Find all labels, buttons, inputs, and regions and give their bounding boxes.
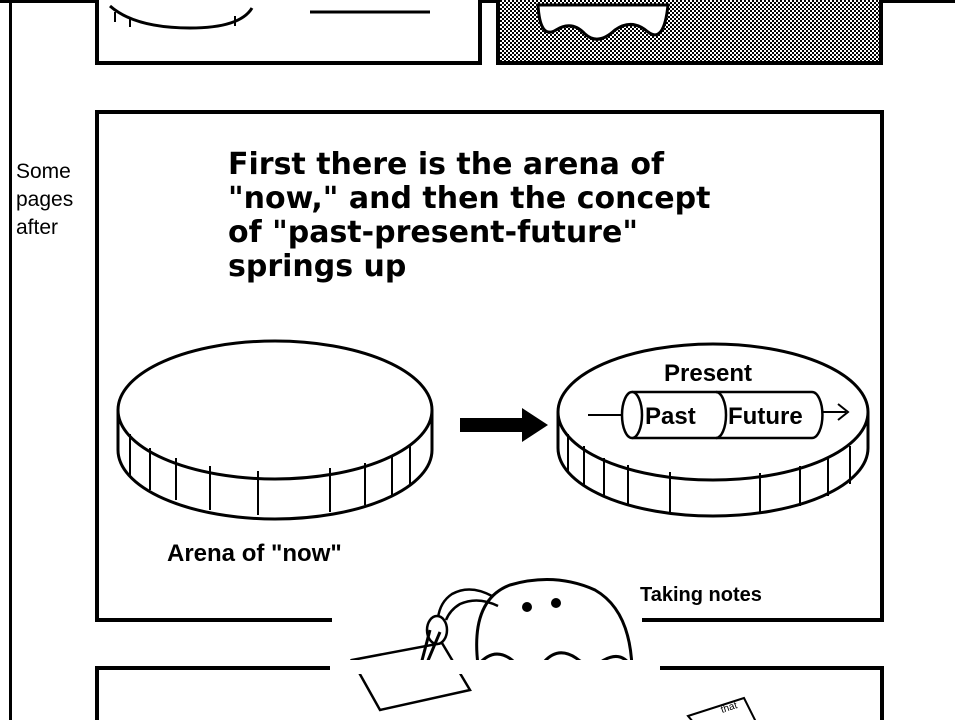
top-right-panel — [498, 0, 881, 63]
taking-notes-label: Taking notes — [640, 584, 762, 607]
present-label: Present — [664, 360, 752, 388]
note-taking-character — [332, 580, 642, 710]
future-label: Future — [728, 403, 803, 431]
arena-disk — [118, 341, 432, 519]
past-label: Past — [645, 403, 696, 431]
top-left-panel — [97, 0, 480, 63]
arena-label: Arena of "now" — [167, 540, 342, 568]
transition-arrow — [460, 408, 548, 442]
headline-text: First there is the arena of "now," and t… — [228, 148, 848, 284]
bottom-panel — [97, 668, 882, 720]
